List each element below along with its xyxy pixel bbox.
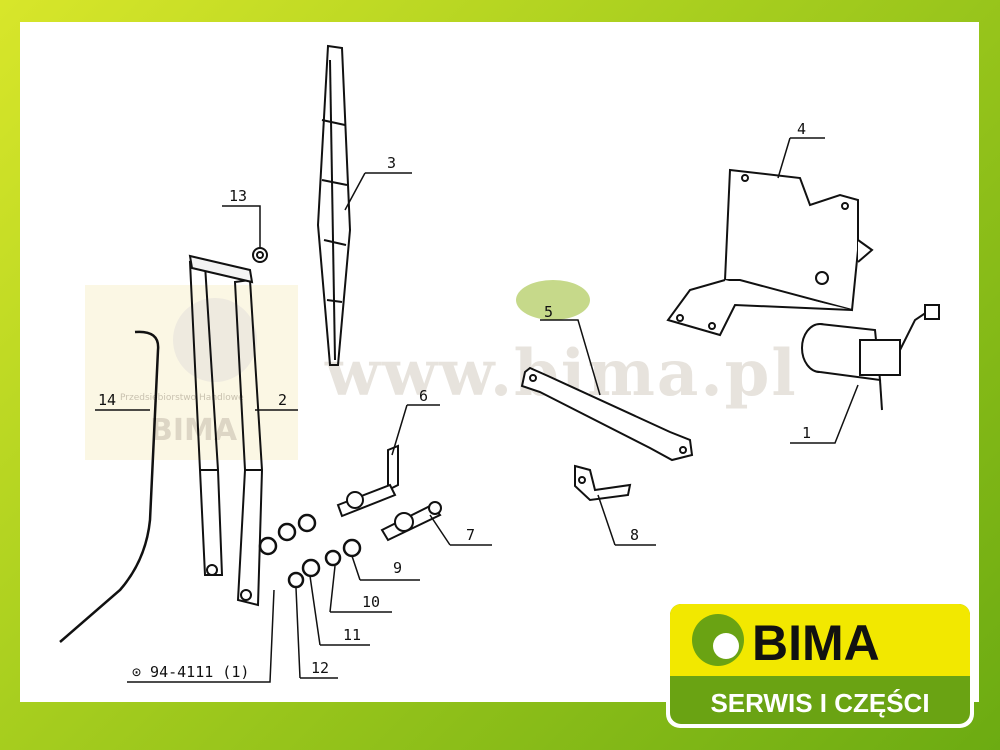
part-5-link-bar: [520, 366, 694, 462]
label-1: 1: [802, 424, 811, 442]
label-7: 7: [466, 526, 475, 544]
label-9: 9: [393, 559, 402, 577]
label-5: 5: [544, 303, 553, 321]
label-2: 2: [278, 391, 287, 409]
watermark-badge-text: BIMA: [150, 413, 238, 448]
label-12: 12: [311, 659, 329, 677]
washers-nuts: [258, 513, 362, 589]
logo-tagline: SERWIS I CZĘŚCI: [710, 688, 929, 718]
label-3: 3: [387, 154, 396, 172]
label-4: 4: [797, 120, 806, 138]
part-4-bracket: [666, 168, 874, 337]
logo-brand: BIMA: [752, 615, 880, 671]
leader-lines: [95, 137, 859, 683]
part-8-clip: [574, 464, 632, 502]
label-10: 10: [362, 593, 380, 611]
label-6: 6: [419, 387, 428, 405]
label-5-highlight: [516, 280, 590, 320]
bima-logo: BIMA SERWIS I CZĘŚCI: [664, 598, 976, 732]
label-14: 14: [98, 391, 116, 409]
part-3-wiper-blade: [316, 44, 352, 366]
part-labels: 5 4 3 13 14 2 6 7 8 9 10 11 12 1 ⊙ 94-41…: [98, 120, 811, 681]
part-2-wiper-arms: [188, 254, 264, 607]
watermark-badge-small: Przedsiębiorstwo Handlowe: [120, 393, 244, 403]
label-11: 11: [343, 626, 361, 644]
label-8: 8: [630, 526, 639, 544]
part-13-nut: [252, 247, 268, 263]
label-13: 13: [229, 187, 247, 205]
part-6-spindle: [336, 444, 399, 518]
part-7-spindle: [380, 501, 442, 542]
part-14-rod: [59, 330, 160, 643]
reference-code: ⊙ 94-4111 (1): [132, 663, 249, 681]
part-1-motor: [801, 304, 940, 411]
